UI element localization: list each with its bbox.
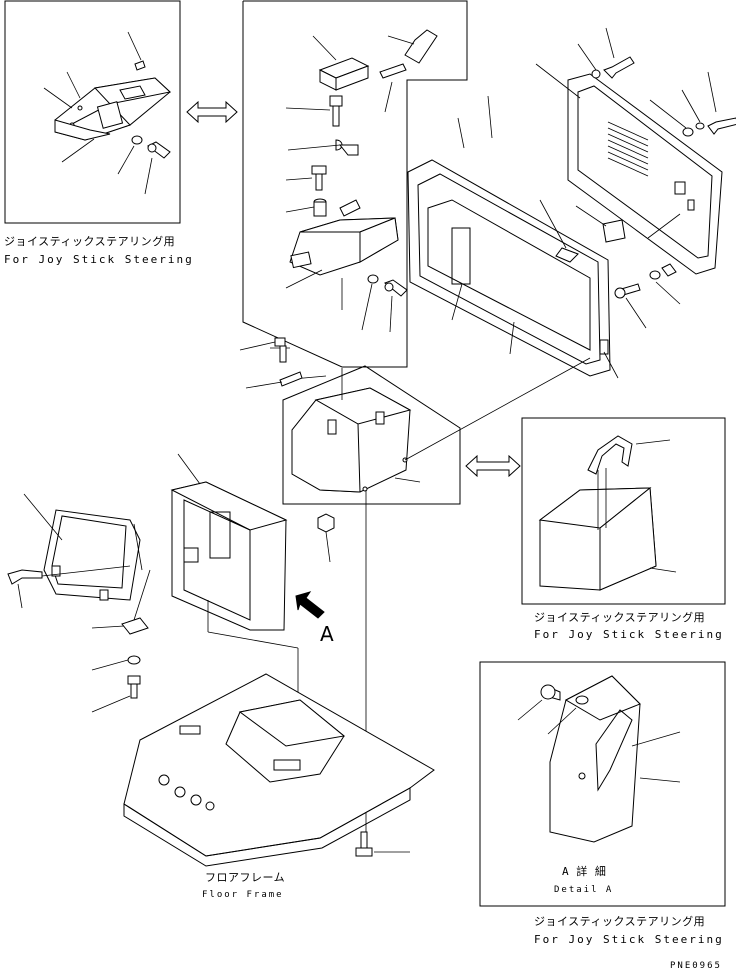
side-panel-assembly: [535, 27, 736, 275]
drawing-code: PNE0965: [670, 961, 722, 971]
inset-box-top-left: [4, 0, 181, 224]
inset-box-top-center: [242, 0, 468, 368]
inset-box-detail-a: [479, 661, 726, 907]
caption-floor-en: Floor Frame: [202, 890, 284, 900]
gauge-cluster-and-console: [7, 453, 299, 713]
caption-top-left-jp: ジョイスティックステアリング用: [4, 235, 176, 248]
caption-top-left-en: For Joy Stick Steering: [4, 253, 194, 266]
detail-en: Detail A: [554, 885, 614, 895]
caption-bottom-right-en: For Joy Stick Steering: [534, 933, 724, 946]
view-letter-label: A: [320, 622, 334, 646]
dash-panel: [407, 95, 681, 379]
floor-frame: [123, 673, 435, 867]
view-arrow-icon: [295, 591, 325, 619]
center-bolts: [239, 337, 335, 563]
inset-box-center: [270, 347, 591, 838]
double-arrow-icon: [186, 100, 238, 124]
caption-bottom-right-jp: ジョイスティックステアリング用: [534, 915, 706, 928]
caption-mid-right-en: For Joy Stick Steering: [534, 628, 724, 641]
inset-box-mid-right: [521, 417, 726, 605]
caption-mid-right-jp: ジョイスティックステアリング用: [534, 611, 706, 624]
caption-floor-jp: フロアフレーム: [205, 871, 286, 884]
double-arrow-icon: [465, 454, 521, 478]
detail-jp: A 詳 細: [562, 865, 607, 878]
